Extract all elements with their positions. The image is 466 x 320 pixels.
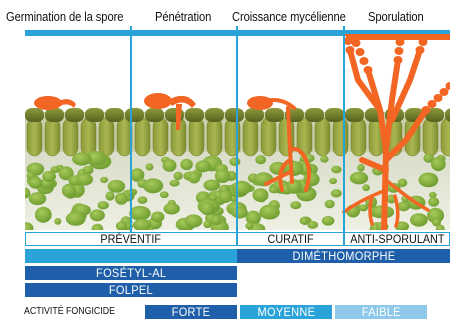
legend-forte: FORTE	[145, 305, 237, 319]
legend-moyenne: MOYENNE	[240, 305, 332, 319]
legend-faible: FAIBLE	[335, 305, 427, 319]
phase-preventif: PRÉVENTIF	[25, 232, 237, 246]
phase-anti-sporulant: ANTI-SPORULANT	[344, 232, 450, 246]
leaf-infection-diagram	[0, 0, 466, 232]
phase-curatif: CURATIF	[237, 232, 344, 246]
bar-fosetyl-al: FOSÉTYL-AL	[25, 266, 237, 280]
bar-dimethomorphe-moyenne	[25, 249, 237, 263]
legend-title: ACTIVITÉ FONGICIDE	[24, 305, 115, 319]
bar-dimethomorphe-forte: DIMÉTHOMORPHE	[237, 249, 450, 263]
bar-folpel: FOLPEL	[25, 283, 237, 297]
